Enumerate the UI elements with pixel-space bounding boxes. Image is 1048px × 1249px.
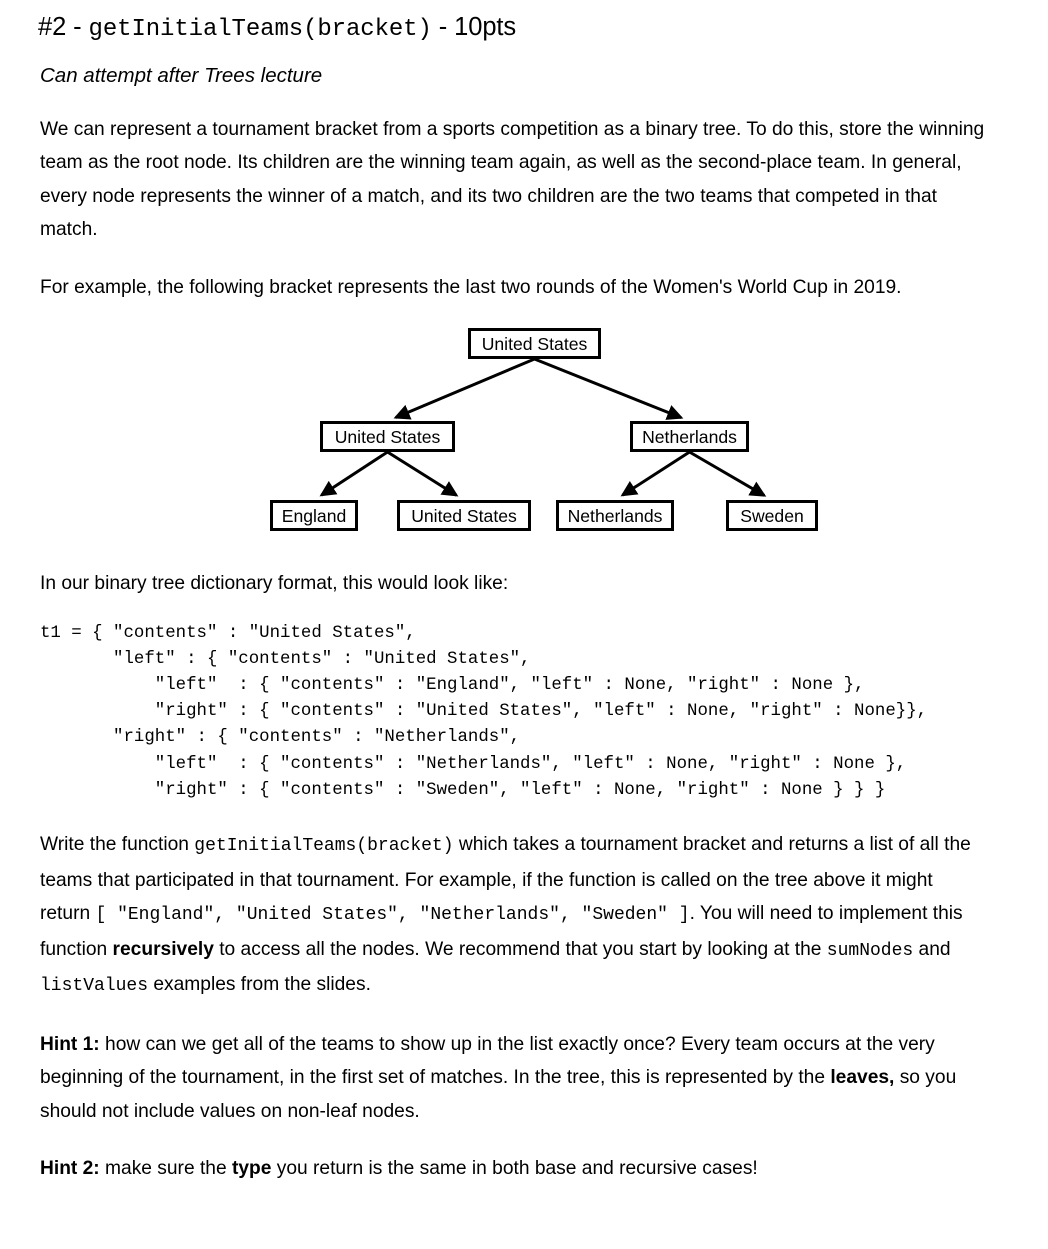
task-code-return-list: [ "England", "United States", "Netherlan… [95, 905, 690, 926]
tree-edges-svg [319, 357, 767, 497]
tree-edge-l-to-ll [319, 450, 389, 497]
tree-edge-r-to-rr [688, 450, 767, 497]
hint-2-label: Hint 2: [40, 1158, 100, 1180]
dict-lead-paragraph: In our binary tree dictionary format, th… [40, 573, 509, 595]
task-paragraph: Write the function getInitialTeams(brack… [40, 828, 984, 1004]
example-lead-paragraph: For example, the following bracket repre… [40, 276, 902, 298]
tree-node-lr: United States [397, 500, 531, 532]
task-seg-6: examples from the slides. [148, 974, 371, 996]
hint-2-paragraph: Hint 2: make sure the type you return is… [40, 1152, 988, 1186]
hint-1-text-b: so you should not include values on non-… [40, 1067, 957, 1122]
task-seg-5: and [913, 938, 951, 960]
hint-2-bold-type: type [231, 1158, 272, 1180]
hint-2-text-a: make sure the [99, 1158, 232, 1180]
page-title: #2 - getInitialTeams(bracket) - 10pts [38, 12, 1018, 45]
tree-node-ll: England [270, 500, 358, 532]
tree-node-root: United States [468, 328, 601, 360]
hint-1-text-a: how can we get all of the teams to show … [40, 1033, 935, 1089]
page-title-function-name: getInitialTeams(bracket) [88, 16, 432, 43]
hint-1-label: Hint 1: [40, 1033, 100, 1055]
page-title-prefix: #2 - [38, 13, 89, 41]
tree-node-r: Netherlands [630, 421, 749, 453]
page-title-suffix: - 10pts [431, 13, 517, 41]
task-code-listvalues: listValues [40, 976, 149, 997]
tree-edge-root-to-l [393, 357, 536, 420]
hint-1-bold-leaves: leaves, [830, 1067, 895, 1089]
tree-edge-r-to-rl [620, 450, 691, 497]
task-code-sumnodes: sumNodes [826, 940, 914, 961]
task-seg-2: which takes a tournament bracket and ret… [40, 834, 971, 925]
tree-edge-root-to-r [533, 357, 684, 421]
tree-node-l: United States [320, 421, 455, 453]
task-bold-recursively: recursively [112, 938, 214, 960]
task-seg-4: to access all the nodes. We recommend th… [213, 938, 827, 960]
tree-node-rr: Sweden [726, 500, 818, 532]
task-seg-3: . You will need to implement this functi… [40, 903, 963, 960]
task-seg-1: Write the function [40, 834, 195, 856]
task-code-function: getInitialTeams(bracket) [194, 836, 454, 857]
tree-edge-group [319, 357, 767, 497]
hint-1-paragraph: Hint 1: how can we get all of the teams … [40, 1028, 988, 1129]
page-subtitle: Can attempt after Trees lecture [40, 64, 323, 87]
intro-paragraph: We can represent a tournament bracket fr… [40, 118, 985, 241]
tree-node-rl: Netherlands [556, 500, 674, 532]
tree-edge-l-to-lr [386, 450, 459, 497]
hint-2-text-b: you return is the same in both base and … [271, 1158, 758, 1180]
tree-dictionary-code-block: t1 = { "contents" : "United States", "le… [40, 623, 928, 800]
